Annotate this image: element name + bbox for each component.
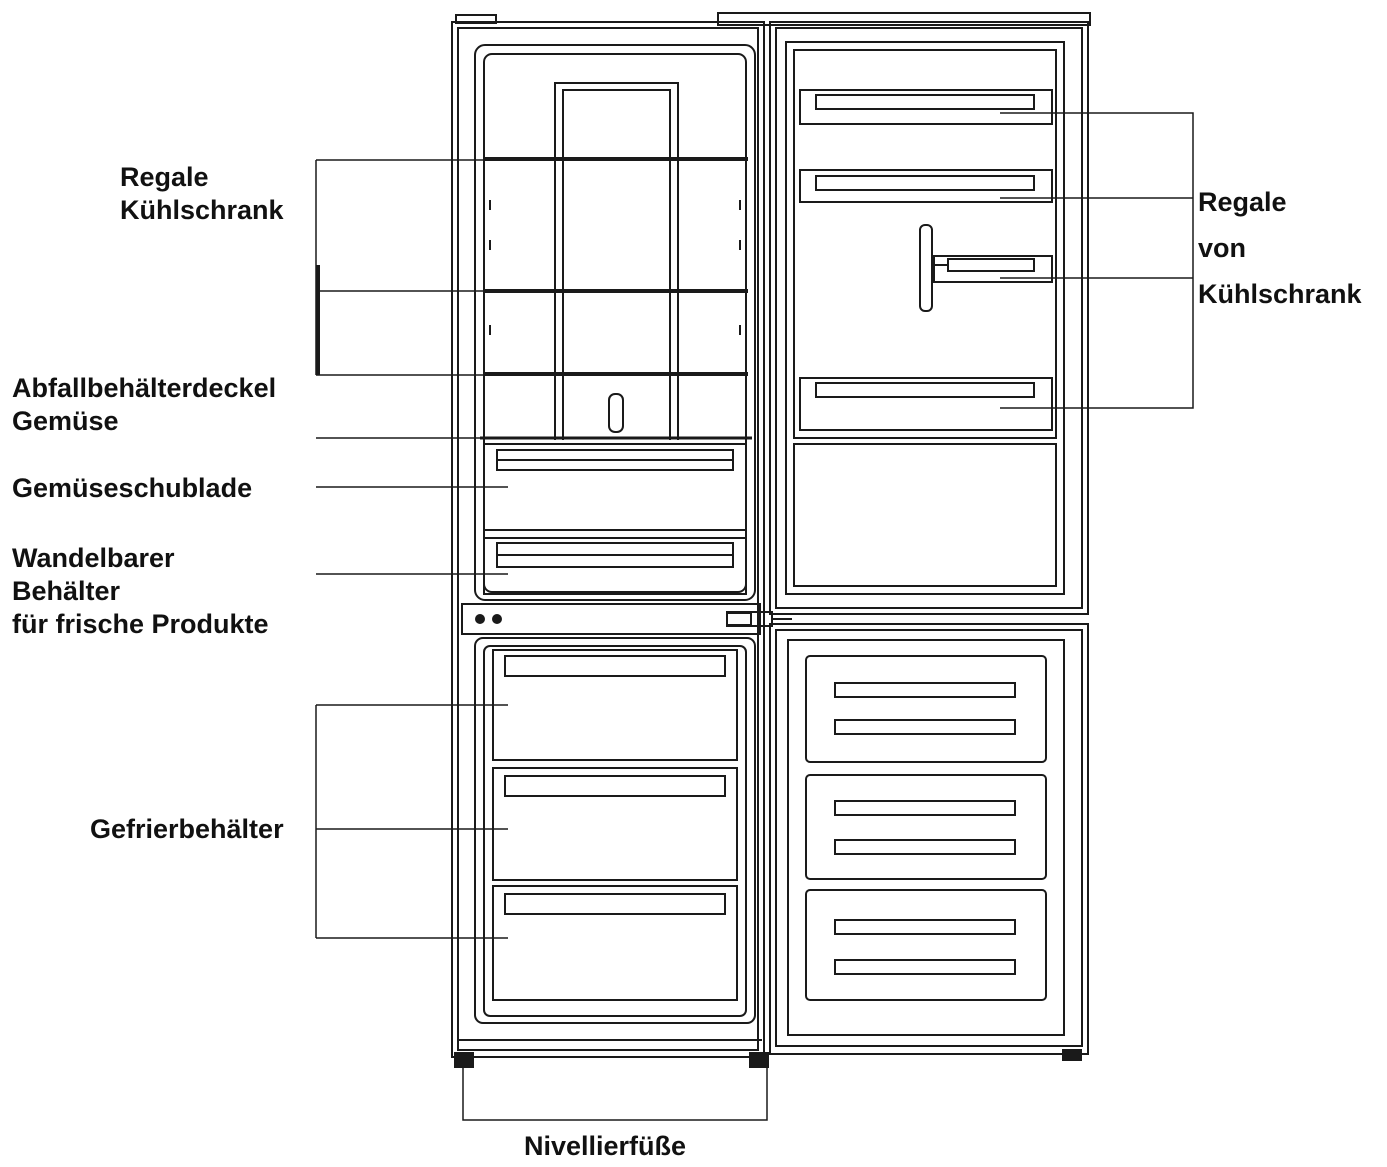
label-convertible-bin: Wandelbarer Behälter für frische Produkt…	[12, 542, 269, 641]
door-rack-1	[799, 89, 1053, 125]
freezer-door	[769, 623, 1089, 1055]
top-hinge-right	[717, 12, 1091, 26]
freezer-door-panel-3	[805, 889, 1047, 1001]
freezer-door-panel-2	[805, 774, 1047, 880]
fridge-door	[769, 21, 1089, 615]
label-line: für frische Produkte	[12, 609, 269, 639]
leader-lines	[315, 112, 1194, 1121]
freezer-door-panel-1	[805, 655, 1047, 763]
label-leveling-feet: Nivellierfüße	[524, 1131, 687, 1161]
label-crisper-cover: Abfallbehälterdeckel Gemüse	[12, 372, 276, 438]
label-fridge-shelves: Regale Kühlschrank	[120, 161, 284, 227]
freezer-drawer-1	[492, 649, 738, 761]
freezer-drawer-3	[492, 885, 738, 1001]
label-line: Behälter	[12, 576, 121, 606]
label-line: von	[1198, 233, 1247, 263]
door-rack-2	[799, 169, 1053, 203]
label-freezer-bins: Gefrierbehälter	[90, 814, 284, 844]
label-crisper-drawer: Gemüseschublade	[12, 473, 253, 503]
door-rack-4	[799, 377, 1053, 431]
label-line: Abfallbehälterdeckel	[12, 373, 277, 403]
freezer-drawer-2	[492, 767, 738, 881]
label-line: Wandelbarer	[12, 543, 175, 573]
label-line: Kühlschrank	[120, 195, 284, 225]
refrigerator-cabinet	[451, 21, 765, 1058]
leveling-feet	[454, 1049, 1082, 1068]
label-line: Gemüse	[12, 406, 119, 436]
label-line: Regale	[120, 162, 209, 192]
label-door-shelves: Regale von Kühlschrank	[1198, 179, 1362, 317]
label-line: Regale	[1198, 187, 1287, 217]
convertible-bin	[483, 537, 747, 595]
label-line: Kühlschrank	[1198, 279, 1362, 309]
cabinet-divider	[461, 603, 761, 635]
crisper-drawer	[483, 443, 747, 531]
middle-hinge	[726, 611, 773, 627]
